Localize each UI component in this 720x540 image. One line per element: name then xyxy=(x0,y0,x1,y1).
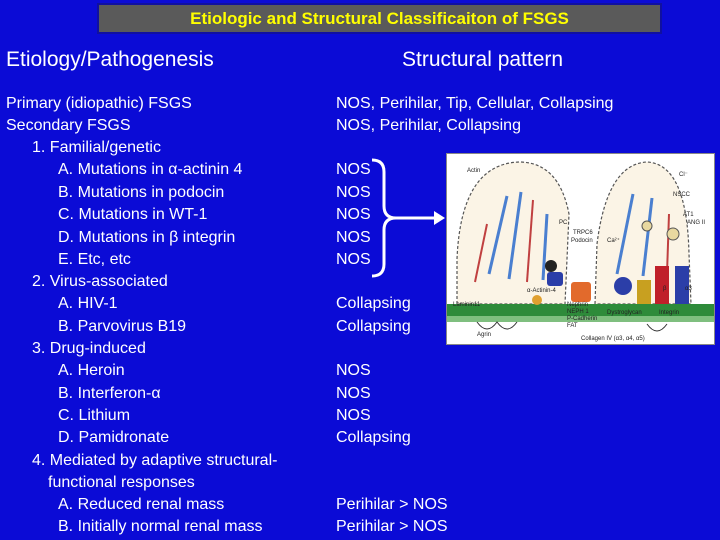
pattern-interferon: NOS xyxy=(336,385,371,402)
pattern-wt1: NOS xyxy=(336,206,371,223)
diagram-label-ca: Ca²⁺ xyxy=(607,237,620,244)
etiology-adaptive-cont: functional responses xyxy=(48,474,195,491)
diagram-label-collagen: Collagen IV (α3, α4, α5) xyxy=(581,336,645,342)
podocyte-diagram: Actin PC TRPC6 Podocin Ca²⁺ NSCC Cl⁻ AT1… xyxy=(446,153,715,345)
pattern-normal-mass: Perihilar > NOS xyxy=(336,518,448,535)
brace-arrow-icon xyxy=(371,158,445,278)
diagram-label-fat: FAT xyxy=(567,323,578,329)
pattern-integrin: NOS xyxy=(336,229,371,246)
diagram-label-podocin: Podocin xyxy=(571,238,593,244)
etiology-interferon: B. Interferon-α xyxy=(58,385,161,402)
etiology-etc: E. Etc, etc xyxy=(58,251,131,268)
structural-header: Structural pattern xyxy=(402,48,564,71)
etiology-virus: 2. Virus-associated xyxy=(32,273,168,290)
pattern-hiv: Collapsing xyxy=(336,295,411,312)
diagram-label-nephrin: Nephrin xyxy=(567,302,588,308)
diagram-label-integrin: Integrin xyxy=(659,310,679,316)
diagram-label-beta: β xyxy=(663,286,667,292)
diagram-label-cl: Cl⁻ xyxy=(679,172,688,178)
etiology-actinin: A. Mutations in α-actinin 4 xyxy=(58,161,243,178)
etiology-normal-mass: B. Initially normal renal mass xyxy=(58,518,263,535)
diagram-label-alpha-actinin: α-Actinin-4 xyxy=(527,288,556,294)
etiology-familial: 1. Familial/genetic xyxy=(32,139,161,156)
etiology-pamidronate: D. Pamidronate xyxy=(58,429,170,446)
diagram-label-agrin: Agrin xyxy=(477,332,491,338)
diagram-label-alpha3: α3 xyxy=(685,286,692,292)
pattern-heroin: NOS xyxy=(336,362,371,379)
slide-title-box: Etiologic and Structural Classificaiton … xyxy=(97,3,662,34)
etiology-adaptive: 4. Mediated by adaptive structural- xyxy=(32,452,278,469)
etiology-reduced-mass: A. Reduced renal mass xyxy=(58,496,225,513)
etiology-heroin: A. Heroin xyxy=(58,362,125,379)
diagram-label-pc: PC xyxy=(559,220,568,226)
pattern-podocin: NOS xyxy=(336,184,371,201)
pattern-secondary: NOS, Perihilar, Collapsing xyxy=(336,117,521,134)
diagram-label-actin: Actin xyxy=(467,168,480,174)
etiology-wt1: C. Mutations in WT-1 xyxy=(58,206,208,223)
diagram-label-laminin: Laminin11 xyxy=(453,302,481,308)
diagram-label-at1: AT1 xyxy=(683,212,694,218)
etiology-secondary: Secondary FSGS xyxy=(6,117,131,134)
pattern-lithium: NOS xyxy=(336,407,371,424)
etiology-lithium: C. Lithium xyxy=(58,407,131,424)
diagram-label-dystroglycan: Dystroglycan xyxy=(607,310,642,316)
pattern-reduced-mass: Perihilar > NOS xyxy=(336,496,448,513)
etiology-integrin: D. Mutations in β integrin xyxy=(58,229,236,246)
etiology-hiv: A. HIV-1 xyxy=(58,295,118,312)
pattern-primary: NOS, Perihilar, Tip, Cellular, Collapsin… xyxy=(336,95,614,112)
etiology-primary: Primary (idiopathic) FSGS xyxy=(6,95,192,112)
pattern-actinin: NOS xyxy=(336,161,371,178)
diagram-label-pcadherin: P-Cadherin xyxy=(567,316,597,322)
pattern-pamidronate: Collapsing xyxy=(336,429,411,446)
etiology-header: Etiology/Pathogenesis xyxy=(6,48,214,71)
etiology-podocin: B. Mutations in podocin xyxy=(58,184,225,201)
diagram-label-neph1: NEPH 1 xyxy=(567,309,589,315)
diagram-label-nscc: NSCC xyxy=(673,192,691,198)
slide-title: Etiologic and Structural Classificaiton … xyxy=(190,8,569,28)
pattern-parvovirus: Collapsing xyxy=(336,318,411,335)
etiology-drug: 3. Drug-induced xyxy=(32,340,146,357)
diagram-label-trpc6: TRPC6 xyxy=(573,230,593,236)
diagram-label-ang2: ANG II xyxy=(687,220,705,226)
etiology-parvovirus: B. Parvovirus B19 xyxy=(58,318,187,335)
pattern-etc: NOS xyxy=(336,251,371,268)
